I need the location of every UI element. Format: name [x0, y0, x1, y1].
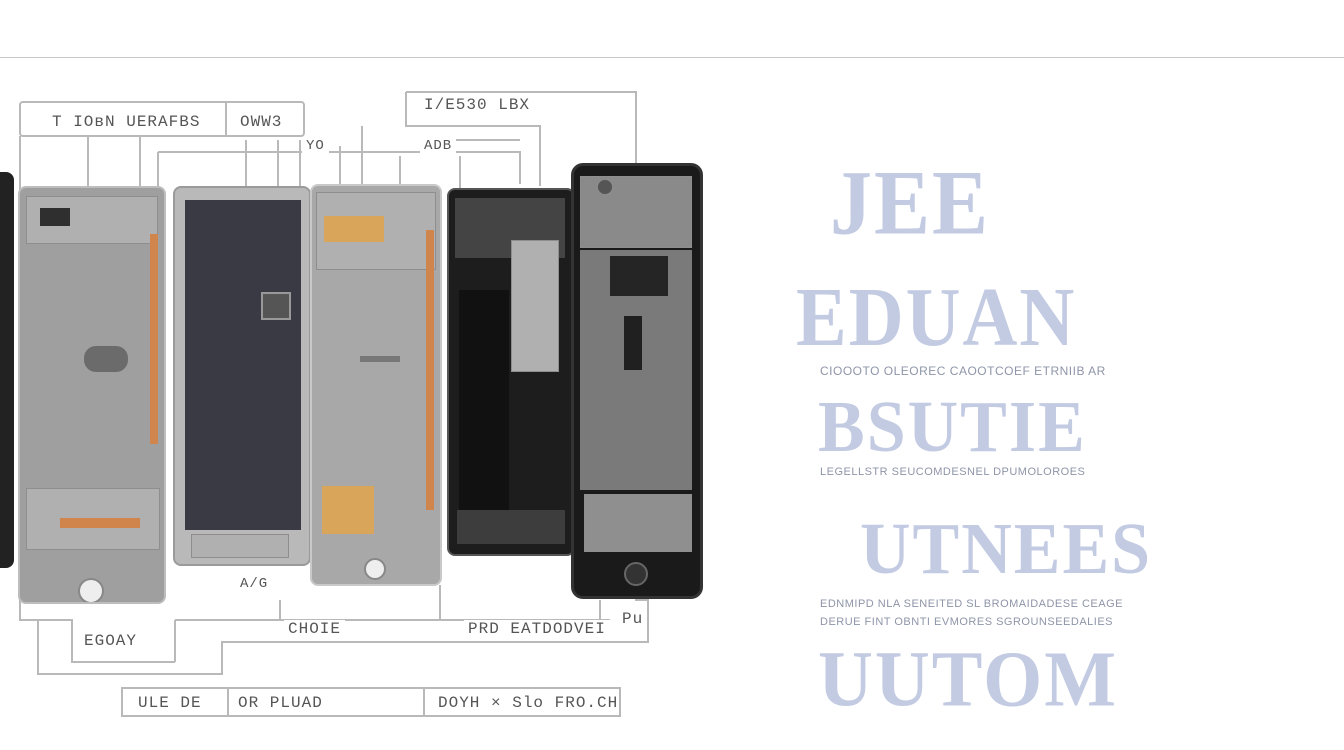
- dock-connector: [191, 534, 289, 558]
- heading-4: UTNEES: [860, 509, 1153, 590]
- home-button: [78, 578, 104, 602]
- caption-3: EDNMIPD NLA SENEITED SL BROMAIDADESE CEA…: [820, 598, 1123, 610]
- phone-teardown-diagram: T IOʙN UERAFBS OWW3 I/E530 LBX YO ADB A/…: [0, 60, 760, 750]
- rear-camera: [261, 292, 291, 320]
- battery-panel: [185, 200, 301, 530]
- label-bottom-center: CHOIE: [284, 620, 346, 638]
- label-under-phone-2: A/G: [236, 576, 273, 592]
- heading-3: BSUTIE: [818, 387, 1087, 468]
- bottom-assembly: [584, 494, 692, 552]
- bottom-components: [457, 510, 565, 544]
- phone-5-image: [571, 163, 703, 599]
- label-bottom-left: EGOAY: [80, 632, 142, 650]
- caption-2: LEGELLSTR SEUCOMDESNEL DPUMOLOROES: [820, 466, 1086, 478]
- top-divider: [0, 57, 1344, 58]
- gold-shield: [324, 216, 384, 242]
- flex-cable: [150, 234, 158, 444]
- speaker-grille: [360, 356, 400, 362]
- heading-2: EDUAN: [796, 271, 1077, 364]
- phone-3-image: [310, 184, 442, 586]
- battery-cavity: [459, 290, 509, 510]
- phone-2-image: [173, 186, 311, 566]
- home-button: [624, 562, 648, 586]
- metal-shield: [511, 240, 559, 372]
- heading-5: UUTOM: [818, 635, 1118, 724]
- label-bottom-box-2: OR PLUAD: [238, 694, 323, 712]
- phone-4-image: [447, 188, 575, 556]
- heading-1: JEE: [830, 152, 991, 255]
- phone-1-image: [18, 186, 166, 604]
- caption-1: CIOOOTO OLEOREC CAOOTCOEF ETRNIIB AR: [820, 364, 1106, 378]
- front-camera: [598, 180, 612, 194]
- label-top-left: T IOʙN UERAFBS: [48, 113, 205, 131]
- label-bottom-right: PRD EATDODVEI: [464, 620, 610, 638]
- camera-module: [40, 208, 70, 226]
- processor-chip: [610, 256, 668, 296]
- label-bottom-box-3: DOYH × Slo FRO.CH: [438, 694, 619, 712]
- label-top-center: I/E530 LBX: [420, 96, 535, 114]
- label-bottom-box-1: ULE DE: [138, 694, 202, 712]
- caption-4: DERUE FINT OBNTI EVMORES SGROUNSEEDALIES: [820, 616, 1114, 628]
- phone-edge-image: [0, 172, 14, 568]
- label-top-small-2: ADB: [420, 138, 457, 154]
- bottom-chip: [322, 486, 374, 534]
- logo-cutout: [84, 346, 128, 372]
- side-flex: [426, 230, 434, 510]
- label-bottom-right-tail: Pu: [618, 610, 648, 628]
- label-top-left-right: OWW3: [236, 113, 287, 131]
- bottom-flex: [60, 518, 140, 528]
- top-assembly: [580, 176, 692, 248]
- home-button: [364, 558, 386, 580]
- memory-chip: [624, 316, 642, 370]
- label-top-small: YO: [302, 138, 329, 154]
